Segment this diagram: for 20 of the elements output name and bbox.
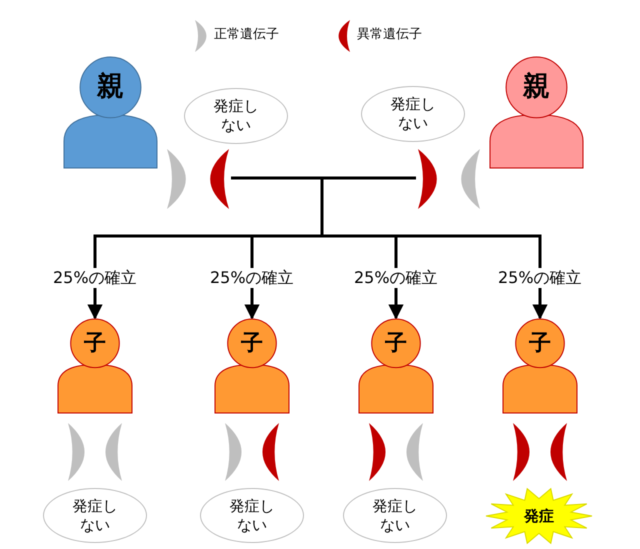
status-bubble: 発症しない [43,488,147,543]
status-bubble: 発症しない [200,488,304,543]
starburst-badge: 発症 [485,487,593,545]
gene-pair-drawing [223,422,281,482]
status-bubble: 発症しない [361,86,465,142]
edge-label: 25%の確立 [209,268,295,288]
legend-text: 異常遺伝子 [357,26,422,44]
edge-label: 25%の確立 [353,268,439,288]
gene-pair-drawing [511,422,569,482]
gene-pair-drawing [416,148,482,210]
status-bubble: 発症しない [343,488,447,543]
person-figure: 親 [63,56,158,169]
person-figure: 親 [489,56,584,169]
edge-label: 25%の確立 [497,268,583,288]
status-bubble: 発症しない [184,88,288,144]
gene-pair-drawing [165,148,231,210]
legend-text: 正常遺伝子 [214,26,279,44]
edge-label: 25%の確立 [52,268,138,288]
gene-pair-drawing [367,422,425,482]
gene-pair-drawing [66,422,124,482]
